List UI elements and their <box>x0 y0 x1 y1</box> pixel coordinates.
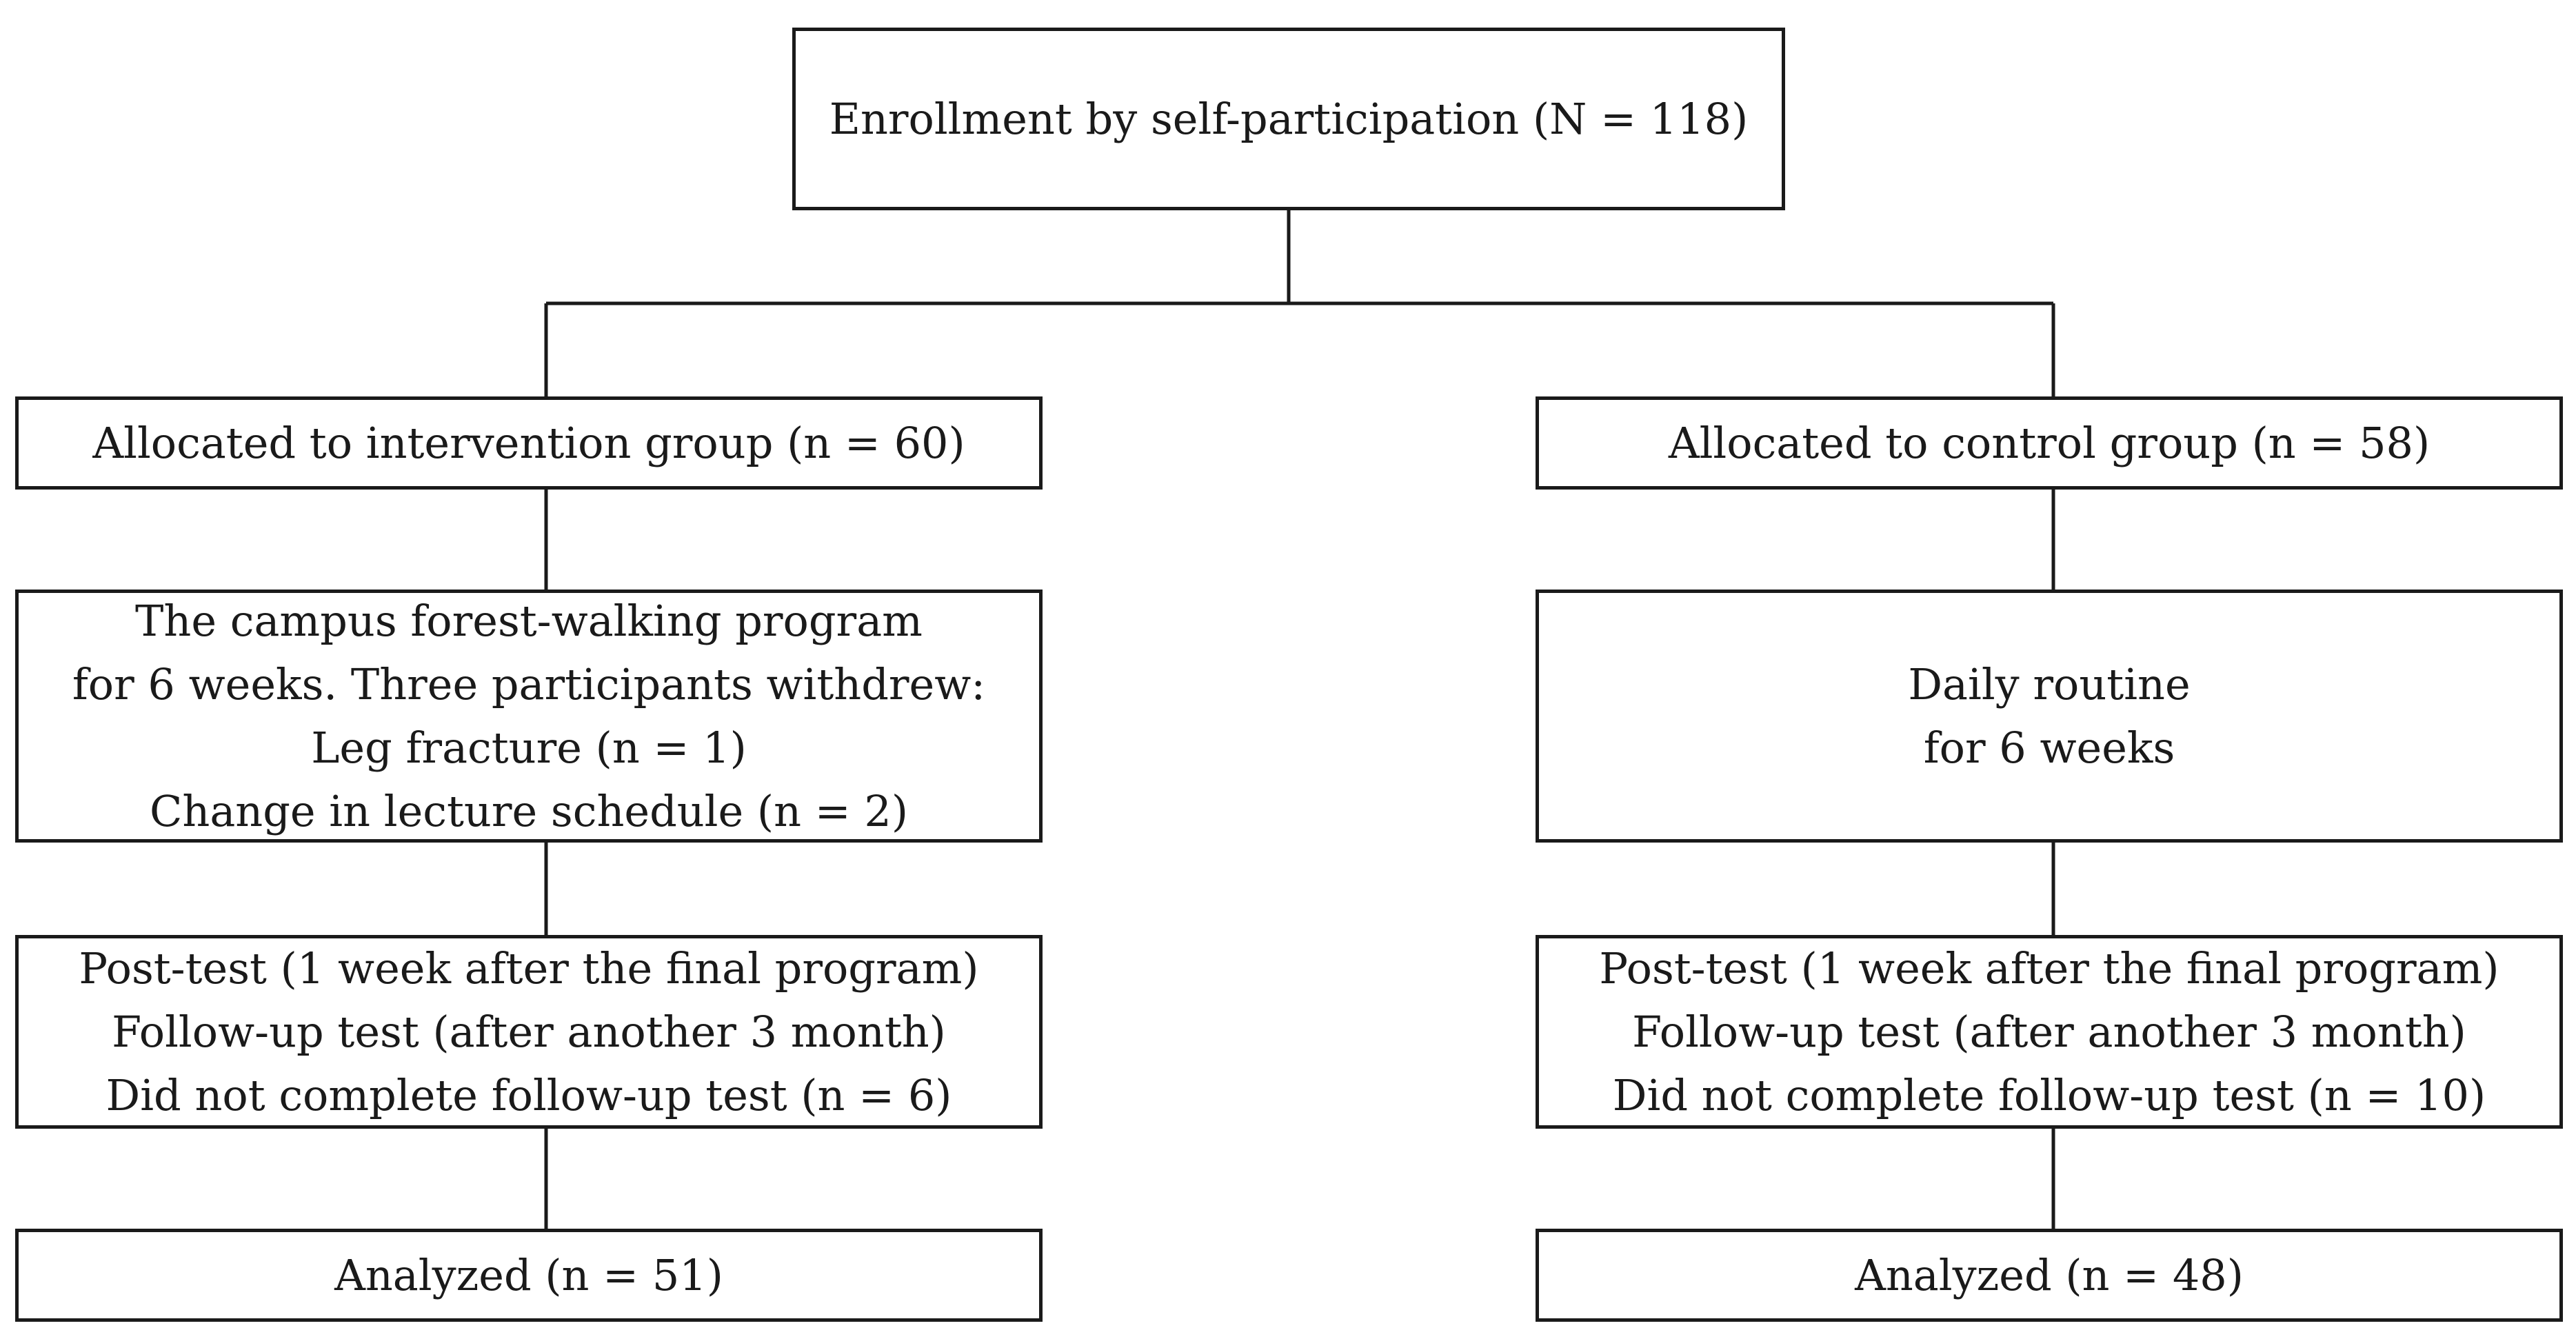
intervention-program-line-3: Leg fracture (n = 1) <box>311 722 747 773</box>
control-program-line-2: for 6 weeks <box>1923 722 2175 773</box>
intervention-tests-box: Post-test (1 week after the final progra… <box>15 935 1043 1129</box>
control-allocated-text: Allocated to control group (n = 58) <box>1668 417 2431 468</box>
intervention-tests-line-2: Follow-up test (after another 3 month) <box>112 1006 946 1057</box>
intervention-program-line-4: Change in lecture schedule (n = 2) <box>149 785 909 836</box>
control-tests-box: Post-test (1 week after the final progra… <box>1536 935 2563 1129</box>
intervention-program-line-2: for 6 weeks. Three participants withdrew… <box>72 658 986 709</box>
intervention-tests-line-1: Post-test (1 week after the final progra… <box>79 943 979 994</box>
intervention-analyzed-text: Analyzed (n = 51) <box>334 1249 723 1300</box>
intervention-allocated-box: Allocated to intervention group (n = 60) <box>15 396 1043 490</box>
control-tests-line-1: Post-test (1 week after the final progra… <box>1599 943 2499 994</box>
intervention-program-line-1: The campus forest-walking program <box>135 595 923 646</box>
control-program-box: Daily routine for 6 weeks <box>1536 590 2563 843</box>
control-tests-line-2: Follow-up test (after another 3 month) <box>1632 1006 2466 1057</box>
control-allocated-box: Allocated to control group (n = 58) <box>1536 396 2563 490</box>
intervention-tests-line-3: Did not complete follow-up test (n = 6) <box>105 1069 952 1120</box>
enrollment-box: Enrollment by self-participation (N = 11… <box>792 28 1785 210</box>
intervention-analyzed-box: Analyzed (n = 51) <box>15 1229 1043 1322</box>
control-program-line-1: Daily routine <box>1908 658 2191 709</box>
control-analyzed-text: Analyzed (n = 48) <box>1855 1249 2244 1300</box>
intervention-program-box: The campus forest-walking program for 6 … <box>15 590 1043 843</box>
enrollment-text: Enrollment by self-participation (N = 11… <box>829 93 1749 144</box>
intervention-allocated-text: Allocated to intervention group (n = 60) <box>92 417 965 468</box>
control-tests-line-3: Did not complete follow-up test (n = 10) <box>1612 1069 2486 1120</box>
control-analyzed-box: Analyzed (n = 48) <box>1536 1229 2563 1322</box>
